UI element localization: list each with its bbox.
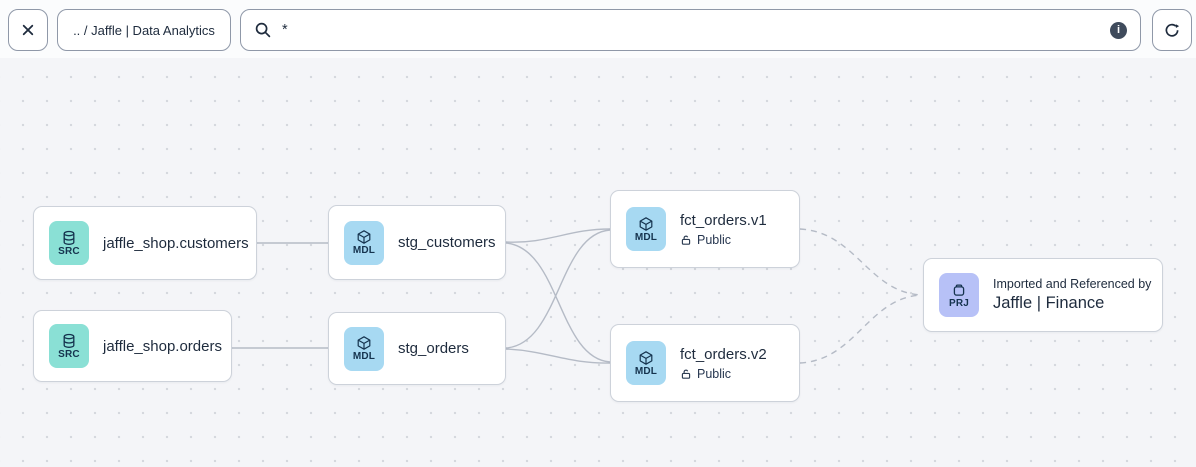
refresh-icon bbox=[1165, 23, 1180, 37]
model-badge: MDL bbox=[626, 207, 666, 251]
model-badge: MDL bbox=[626, 341, 666, 385]
node-label: stg_orders bbox=[398, 340, 469, 357]
project-subtitle: Imported and Referenced by bbox=[993, 277, 1152, 291]
node-text: Imported and Referenced by Jaffle | Fina… bbox=[993, 277, 1151, 313]
close-icon bbox=[22, 24, 34, 36]
node-text: fct_orders.v2 Public bbox=[680, 346, 767, 381]
node-fct-orders-v2[interactable]: MDL fct_orders.v2 Public bbox=[610, 324, 800, 402]
access-label: Public bbox=[697, 232, 732, 247]
badge-label: SRC bbox=[58, 348, 80, 360]
database-icon bbox=[63, 230, 75, 245]
project-badge: PRJ bbox=[939, 273, 979, 317]
badge-label: MDL bbox=[634, 231, 658, 243]
cube-icon bbox=[639, 350, 653, 365]
node-label: stg_customers bbox=[398, 234, 496, 251]
source-badge: SRC bbox=[49, 324, 89, 368]
node-label: fct_orders.v2 bbox=[680, 345, 767, 363]
breadcrumb[interactable]: .. / Jaffle | Data Analytics bbox=[57, 9, 231, 51]
unlock-icon bbox=[681, 235, 691, 245]
source-badge: SRC bbox=[49, 221, 89, 265]
node-jaffle-shop-customers[interactable]: SRC jaffle_shop.customers bbox=[33, 206, 257, 280]
search-box[interactable]: i bbox=[240, 9, 1141, 51]
node-fct-orders-v1[interactable]: MDL fct_orders.v1 Public bbox=[610, 190, 800, 268]
search-input[interactable] bbox=[282, 22, 1100, 38]
node-label: Jaffle | Finance bbox=[993, 294, 1105, 312]
node-project-jaffle-finance[interactable]: PRJ Imported and Referenced by Jaffle | … bbox=[923, 258, 1163, 332]
search-icon bbox=[255, 22, 271, 38]
access-label: Public bbox=[697, 366, 732, 381]
badge-label: PRJ bbox=[948, 297, 970, 309]
jar-icon bbox=[953, 283, 965, 296]
cube-icon bbox=[639, 216, 653, 231]
cube-icon bbox=[357, 230, 371, 244]
breadcrumb-label: .. / Jaffle | Data Analytics bbox=[73, 22, 215, 38]
node-label: jaffle_shop.orders bbox=[103, 337, 222, 355]
access-row: Public bbox=[680, 233, 767, 247]
model-badge: MDL bbox=[344, 220, 384, 265]
node-label: fct_orders.v1 bbox=[680, 211, 767, 229]
badge-label: SRC bbox=[58, 245, 80, 257]
node-stg-orders[interactable]: MDL stg_orders bbox=[328, 312, 506, 385]
info-icon[interactable]: i bbox=[1110, 21, 1127, 39]
cube-icon bbox=[357, 336, 371, 350]
refresh-button[interactable] bbox=[1152, 9, 1192, 51]
access-row: Public bbox=[680, 367, 767, 381]
model-badge: MDL bbox=[344, 326, 384, 371]
toolbar: .. / Jaffle | Data Analytics i bbox=[0, 0, 1196, 58]
node-stg-customers[interactable]: MDL stg_customers bbox=[328, 205, 506, 280]
node-text: fct_orders.v1 Public bbox=[680, 212, 767, 247]
database-icon bbox=[63, 333, 75, 348]
close-button[interactable] bbox=[8, 9, 48, 51]
badge-label: MDL bbox=[352, 245, 376, 256]
unlock-icon bbox=[681, 369, 691, 379]
node-jaffle-shop-orders[interactable]: SRC jaffle_shop.orders bbox=[33, 310, 232, 382]
badge-label: MDL bbox=[634, 365, 658, 377]
badge-label: MDL bbox=[352, 351, 376, 362]
node-label: jaffle_shop.customers bbox=[103, 234, 249, 252]
